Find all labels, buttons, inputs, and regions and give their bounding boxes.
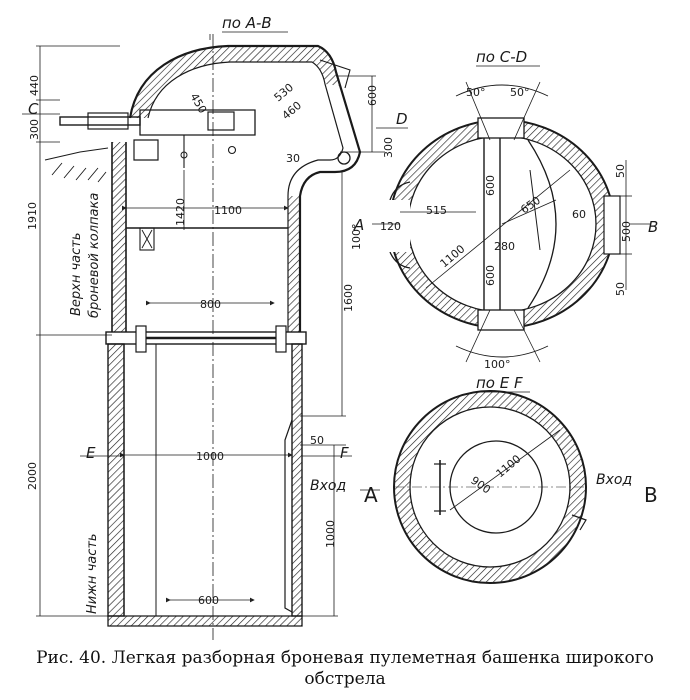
dim-600-cd-bottom: 600 <box>484 265 497 286</box>
lower-right-wall <box>291 343 303 617</box>
upper-right-wall-fill <box>288 196 300 335</box>
dim-1100-ef: 1100 <box>494 452 524 480</box>
letter-d: D <box>396 110 408 128</box>
base-slab <box>107 615 303 627</box>
letter-e: E <box>86 444 96 462</box>
seat-box <box>139 227 155 251</box>
upper-left-wall-fill <box>112 142 126 335</box>
dim-100deg-left: 100° <box>350 224 363 251</box>
dim-1910: 1910 <box>26 202 39 230</box>
dome-hatch-fill <box>130 46 340 118</box>
section-title-cd: по С-D <box>476 48 527 66</box>
soil-hatching <box>51 162 107 183</box>
section-title-ef: по E F <box>476 374 523 392</box>
dim-50-cd-bottom: 50 <box>614 282 627 296</box>
lower-left-wall <box>107 343 125 617</box>
dim-515: 515 <box>426 204 447 217</box>
dim-2000: 2000 <box>26 462 39 490</box>
entrance-label-left: Вход <box>310 478 346 494</box>
dim-300-left: 300 <box>28 119 41 140</box>
dim-460: 460 <box>280 99 304 122</box>
dim-angle-100: 100° <box>484 358 511 371</box>
entrance-door <box>284 419 293 613</box>
dim-900: 900 <box>468 474 493 497</box>
ground-line <box>44 147 109 161</box>
elevation-section <box>44 34 362 640</box>
dim-60: 60 <box>572 208 586 221</box>
bolt-right <box>275 325 287 353</box>
dim-600-base: 600 <box>198 594 219 607</box>
dim-1000-elev: 1000 <box>196 450 224 463</box>
dim-angle-50-left: 50° <box>466 86 486 99</box>
plan-section-ef <box>360 390 587 584</box>
caption-line-2: обстрела <box>304 669 386 689</box>
dim-50-elev: 50 <box>310 434 324 447</box>
machine-gun-body <box>139 109 256 136</box>
dim-600-cd-top: 600 <box>484 175 497 196</box>
section-title-ab: по А-В <box>222 14 272 32</box>
dim-1100-elev: 1100 <box>214 204 242 217</box>
letter-a-upper: A <box>353 216 364 234</box>
entrance-label-right: Вход <box>596 472 632 488</box>
dome-cap <box>128 44 362 335</box>
gun-mount <box>133 139 159 161</box>
dim-1600: 1600 <box>342 284 355 312</box>
letter-b-lower: B <box>644 483 658 507</box>
dim-500: 500 <box>620 221 633 242</box>
dim-1420: 1420 <box>174 198 187 226</box>
caption-line-1: Рис. 40. Легкая разборная броневая пулем… <box>36 648 654 668</box>
letter-f: F <box>340 444 349 462</box>
dim-650: 650 <box>518 194 543 217</box>
dim-280: 280 <box>494 240 515 253</box>
figure-caption: Рис. 40. Легкая разборная броневая пулем… <box>0 648 690 700</box>
dim-50-cd-top: 50 <box>614 164 627 178</box>
dim-30: 30 <box>286 152 300 165</box>
side-label-lower: Нижн часть <box>85 533 100 614</box>
letter-b-upper: B <box>648 218 658 236</box>
embrasure-hinge <box>337 151 351 165</box>
dim-450: 450 <box>187 91 209 116</box>
turret-drawing: по А-В по С-D по E F C D A B E F A B Вхо… <box>22 14 658 640</box>
dim-300-right: 300 <box>382 137 395 158</box>
dim-800: 800 <box>200 298 221 311</box>
side-label-upper-2: броневой колпака <box>87 193 102 318</box>
plan-section-cd <box>372 81 650 363</box>
letter-c: C <box>28 100 39 118</box>
elevation-dimension-lines <box>22 34 408 617</box>
dim-1000-door: 1000 <box>324 520 337 548</box>
drawing-labels: по А-В по С-D по E F C D A B E F A B Вхо… <box>26 14 658 614</box>
cd-ring-hatch <box>389 120 614 328</box>
letter-a-lower: A <box>364 483 378 507</box>
side-label-upper-1: Верхн часть <box>69 232 84 316</box>
dim-440: 440 <box>28 75 41 96</box>
dim-angle-50-right: 50° <box>510 86 530 99</box>
dim-600-top: 600 <box>366 85 379 106</box>
bolt-left <box>135 325 147 353</box>
dim-120: 120 <box>380 220 401 233</box>
